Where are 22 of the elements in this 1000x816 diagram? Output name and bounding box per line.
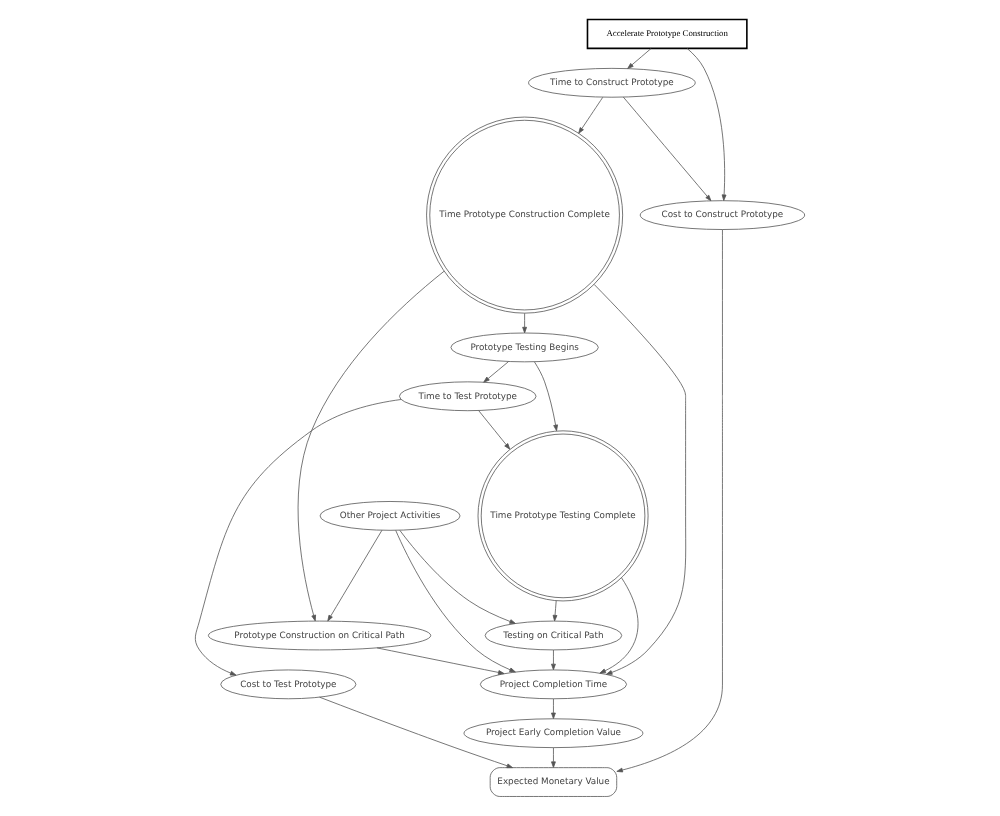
arrow	[551, 649, 556, 671]
arrow	[319, 696, 513, 769]
arrow	[376, 647, 505, 675]
arrow	[478, 410, 511, 450]
arrow	[399, 530, 516, 624]
arrow	[627, 48, 652, 69]
arrow	[297, 270, 445, 622]
arrow	[327, 529, 383, 622]
arrow	[551, 698, 556, 719]
arrow	[483, 361, 509, 383]
arrow	[593, 283, 687, 675]
arrow	[194, 399, 402, 676]
arrow	[551, 747, 556, 768]
arrow	[534, 361, 558, 432]
arrow	[686, 48, 727, 201]
arrow	[522, 312, 527, 334]
arrow	[395, 530, 516, 673]
arrow	[622, 96, 712, 202]
arrow	[616, 229, 723, 773]
arrow	[599, 577, 639, 674]
arrow	[578, 96, 604, 134]
arrow	[552, 600, 558, 622]
